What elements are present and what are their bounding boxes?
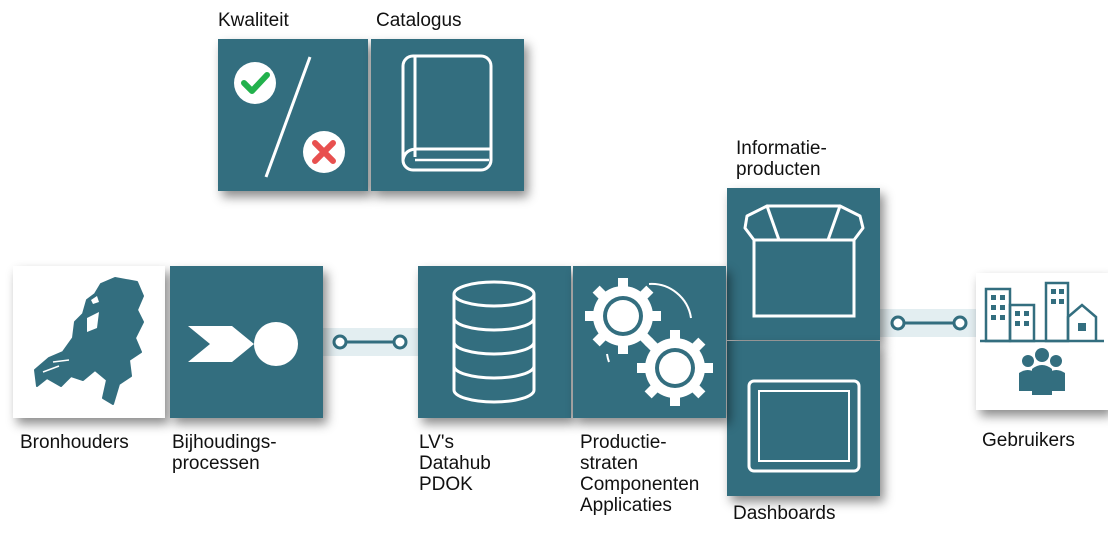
connector-bijhouding-datahub (322, 328, 418, 356)
city-users-icon (980, 281, 1104, 395)
label-catalogus: Catalogus (376, 10, 462, 31)
tile-kwaliteit (218, 39, 368, 191)
label-dashboards: Dashboards (733, 503, 836, 524)
tile-bronhouders (13, 266, 165, 418)
tile-informatieproducten (727, 188, 880, 340)
tablet-icon (747, 379, 861, 473)
tile-catalogus (371, 39, 524, 191)
netherlands-map-icon (34, 277, 144, 405)
tile-bijhoudingsprocessen (170, 266, 323, 418)
label-productie: Productie- straten Componenten Applicati… (580, 432, 700, 516)
database-icon (452, 280, 536, 404)
tile-dashboards (727, 341, 880, 496)
label-bronhouders: Bronhouders (20, 432, 129, 453)
box-icon (743, 204, 865, 318)
label-kwaliteit: Kwaliteit (218, 10, 289, 31)
label-gebruikers: Gebruikers (982, 430, 1075, 451)
gears-icon (585, 278, 713, 406)
label-bijhoudingsprocessen: Bijhoudings- processen (172, 432, 277, 474)
check-cross-percent-icon (234, 56, 345, 178)
connector-info-gebruikers (880, 309, 978, 337)
label-informatieproducten: Informatie- producten (736, 138, 827, 180)
process-flow-icon (188, 322, 298, 366)
tile-gebruikers (976, 273, 1108, 410)
tile-productie (573, 266, 726, 418)
label-datahub: LV's Datahub PDOK (419, 432, 491, 495)
book-icon (401, 54, 493, 172)
tile-datahub (418, 266, 571, 418)
